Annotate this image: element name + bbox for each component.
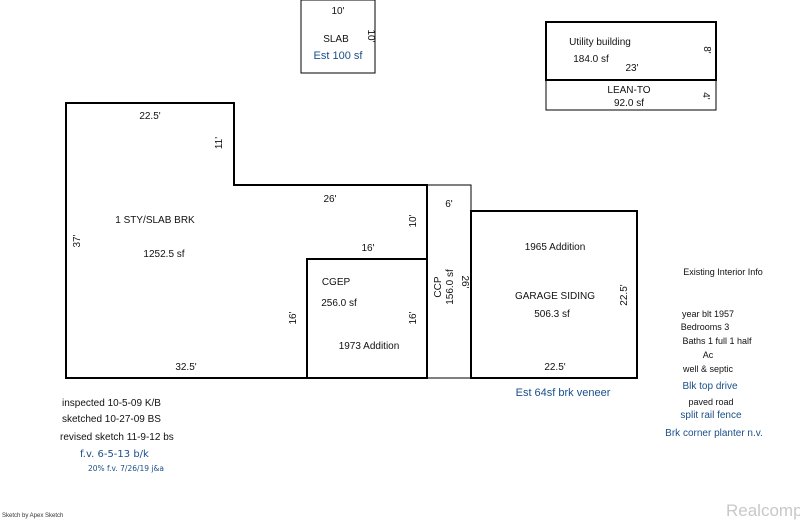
cgep-dim-right: 16' [408,311,419,324]
cgep-addition: 1973 Addition [339,341,400,352]
utility-area: 184.0 sf [573,54,609,65]
ccp-area: 156.0 sf [445,269,456,305]
leanto-area: 92.0 sf [614,98,644,109]
note-inspected: inspected 10-5-09 K/B [62,398,161,409]
main-dim-inner: 16' [361,243,374,254]
main-dim-top: 22.5' [139,111,160,122]
main-house-outline [65,102,428,379]
main-dim-step: 11' [214,137,225,149]
main-dim-mid: 26' [323,194,336,205]
info-fence: split rail fence [680,410,742,421]
info-year: year blt 1957 [682,309,734,319]
main-label: 1 STY/SLAB BRK [115,215,195,226]
apex-credit: Sketch by Apex Sketch [2,513,63,519]
leanto-outline [545,79,717,111]
leanto-dim-side: 4' [700,92,711,100]
slab-dim-side: 10' [365,29,376,42]
info-bedrooms: Bedrooms 3 [681,322,730,332]
info-drive: Blk top drive [682,381,737,392]
garage-dim-bottom: 22.5' [544,362,565,373]
note-sketched: sketched 10-27-09 BS [62,414,161,425]
info-baths: Baths 1 full 1 half [682,336,752,346]
garage-area: 506.3 sf [534,309,570,320]
garage-outline [470,210,638,379]
realcomp-watermark: Realcomp [726,501,800,520]
info-ac: Ac [703,350,714,360]
garage-dim-right: 22.5' [619,284,630,305]
slab-dim-top: 10' [331,6,344,17]
ccp-label: CCP [433,276,444,297]
main-area: 1252.5 sf [143,249,184,260]
main-dim-right: 10' [408,214,419,227]
garage-veneer-note: Est 64sf brk veneer [516,387,611,399]
utility-dim-bottom: 23' [625,63,638,74]
slab-area: Est 100 sf [314,50,364,62]
main-dim-bottom: 32.5' [175,362,196,373]
main-dim-left: 37' [72,234,83,247]
info-title: Existing Interior Info [683,267,763,277]
info-road: paved road [688,397,733,407]
cgep-label: CGEP [322,277,351,288]
cgep-area: 256.0 sf [321,298,357,309]
info-well: well & septic [682,364,734,374]
cgep-dim-left: 16' [288,311,299,324]
ccp-dim-side: 26' [459,275,470,288]
note-fv2: 20% f.v. 7/26/19 j&a [88,464,164,473]
slab-outline [300,0,376,74]
leanto-label: LEAN-TO [607,85,650,96]
note-fv: f.v. 6-5-13 b/k [80,449,149,460]
utility-dim-side: 8' [701,46,712,54]
info-planter: Brk corner planter n.v. [665,428,763,439]
ccp-dim-top: 6' [445,199,453,210]
utility-label: Utility building [569,37,631,48]
garage-addition: 1965 Addition [525,242,586,253]
slab-label: SLAB [323,34,349,45]
garage-label: GARAGE SIDING [515,291,595,302]
note-revised: revised sketch 11-9-12 bs [60,432,174,443]
